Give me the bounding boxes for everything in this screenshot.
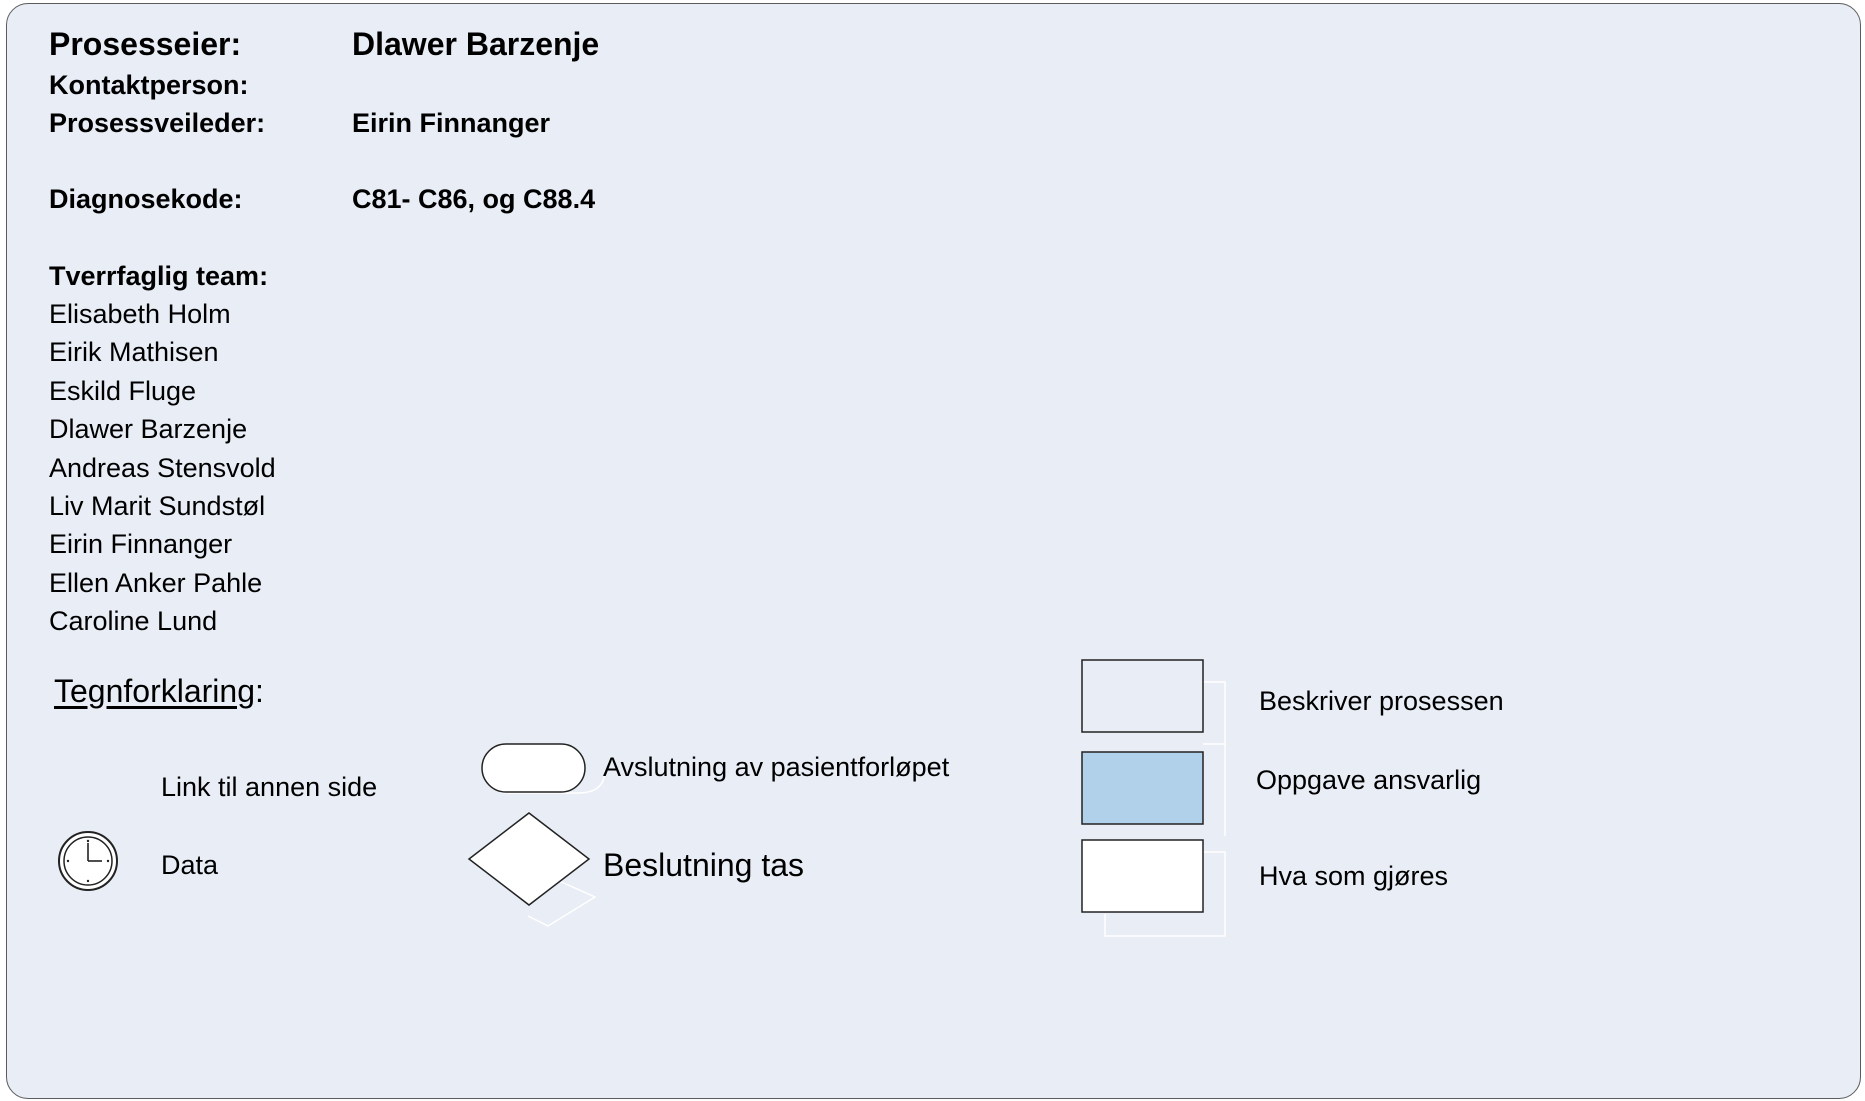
team-member: Liv Marit Sundstøl: [49, 491, 266, 521]
legend-decision-text: Beslutning tas: [603, 847, 805, 883]
diagnosis-value: C81- C86, og C88.4: [352, 184, 596, 214]
process-owner-label: Prosesseier:: [49, 26, 242, 62]
team-member: Dlawer Barzenje: [49, 414, 248, 444]
legend-title-text: Tegnforklaring: [54, 673, 255, 709]
terminator-shape: [481, 743, 606, 794]
team-member: Elisabeth Holm: [49, 299, 231, 329]
diagnosis-label: Diagnosekode:: [49, 184, 243, 214]
legend-title: Tegnforklaring:: [54, 675, 264, 707]
legend-data-text: Data: [161, 850, 219, 880]
team-member: Eirik Mathisen: [49, 337, 219, 367]
team-member: Eirin Finnanger: [49, 529, 233, 559]
guide-value: Eirin Finnanger: [352, 108, 551, 138]
action-box: [1081, 839, 1226, 937]
decision-shape: [467, 812, 597, 927]
legend-link-text: Link til annen side: [161, 772, 378, 802]
legend-title-suffix: :: [255, 673, 264, 709]
guide-label: Prosessveileder:: [49, 108, 266, 138]
contact-label: Kontaktperson:: [49, 70, 249, 100]
team-member: Eskild Fluge: [49, 376, 197, 406]
legend-process-text: Beskriver prosessen: [1259, 686, 1504, 716]
legend-action-text: Hva som gjøres: [1259, 861, 1449, 891]
team-member: Caroline Lund: [49, 606, 218, 636]
process-card: [6, 3, 1861, 1099]
team-label: Tverrfaglig team:: [49, 261, 269, 291]
task-box: [1081, 743, 1226, 836]
process-owner-value: Dlawer Barzenje: [352, 26, 600, 62]
team-member: Ellen Anker Pahle: [49, 568, 263, 598]
legend-task-text: Oppgave ansvarlig: [1256, 765, 1482, 795]
legend-end-text: Avslutning av pasientforløpet: [603, 752, 950, 782]
process-box: [1081, 659, 1226, 745]
clock-icon: [58, 831, 118, 891]
team-member: Andreas Stensvold: [49, 453, 276, 483]
